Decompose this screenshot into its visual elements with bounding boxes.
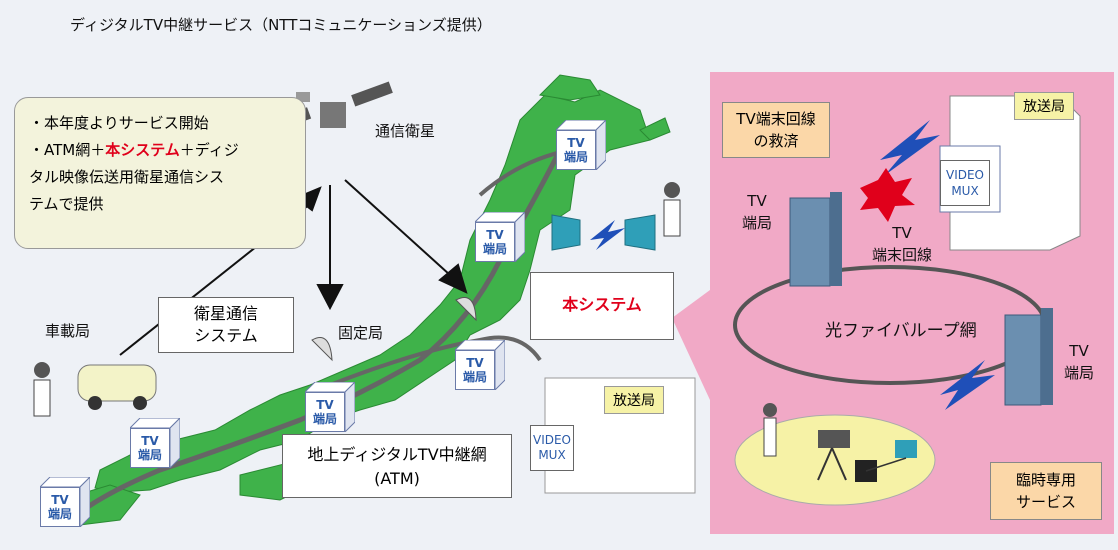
diagram-title: ディジタルTV中継サービス（NTTコミュニケーションズ提供）	[70, 16, 492, 34]
tv-cube-label-1: TV	[51, 493, 69, 507]
tv-station-right-upper-label-2: 端局	[742, 214, 773, 232]
relay-camera-icons	[551, 214, 656, 251]
atm-network-box: 地上ディジタルTV中継網 (ATM)	[282, 434, 512, 498]
tv-cube-label-1: TV	[466, 356, 484, 370]
this-system-box: 本システム	[530, 272, 674, 340]
tv-station-right-lower-label-2: 端局	[1064, 364, 1095, 382]
tv-terminal-line-label-1: TV	[892, 224, 912, 242]
camera-tripod-icon	[817, 430, 917, 482]
satellite-system-box: 衛星通信 システム	[158, 297, 294, 353]
tv-cube-label-2: 端局	[47, 507, 72, 521]
tv-cube-label-2: 端局	[312, 412, 337, 426]
tower-building-icon	[789, 192, 1053, 406]
tv-terminal-line-label-2: 端末回線	[872, 246, 933, 264]
satellite-system-label-1: 衛星通信	[193, 304, 258, 323]
tv-terminal-line: TV 端末回線	[872, 222, 932, 266]
tv-cube-label-2: 端局	[462, 370, 487, 384]
mobile-vehicle-icon	[77, 364, 157, 410]
wireless-bolt-icons	[590, 120, 995, 410]
tv-cube-label-1: TV	[567, 136, 585, 150]
tv-line-rescue-label-2: の救済	[753, 132, 799, 150]
tv-station-right-upper-label-1: TV	[747, 192, 767, 210]
info-line-3: タル映像伝送用衛星通信シス	[29, 168, 225, 186]
tv-cube-label-2: 端局	[563, 150, 588, 164]
broadcast-station-right-label: 放送局	[1014, 92, 1074, 120]
video-mux-right: VIDEO MUX	[940, 160, 990, 206]
video-mux-left-label-1: VIDEO	[532, 433, 571, 447]
info-line-2-prefix: ・ATM網＋	[29, 141, 106, 159]
temp-service-area	[734, 414, 936, 506]
panel-connector	[672, 290, 710, 400]
tv-cube-label-1: TV	[316, 398, 334, 412]
tv-line-rescue-callout: TV端末回線 の救済	[722, 102, 830, 158]
dish-antenna-icons	[311, 297, 477, 362]
tv-line-rescue-label-1: TV端末回線	[736, 110, 816, 128]
video-mux-right-label-2: MUX	[951, 184, 979, 198]
atm-network-label-2: (ATM)	[374, 469, 420, 488]
tv-station-right-lower-label-1: TV	[1069, 342, 1089, 360]
info-line-4: テムで提供	[29, 195, 104, 213]
info-line-2: ・ATM網＋本システム＋ディジ	[29, 137, 305, 164]
temp-service-callout: 臨時専用 サービス	[990, 462, 1102, 520]
video-mux-right-label-1: VIDEO	[945, 168, 984, 182]
broadcast-station-left-label: 放送局	[604, 386, 664, 414]
temp-service-label-1: 臨時専用	[1015, 471, 1076, 489]
atm-network-label-1: 地上ディジタルTV中継網	[307, 445, 487, 464]
video-mux-left-label-2: MUX	[538, 448, 566, 462]
tv-cube-label-1: TV	[141, 434, 159, 448]
info-line-1: ・本年度よりサービス開始	[29, 114, 209, 132]
fixed-station-label: 固定局	[338, 324, 384, 342]
mobile-station-label: 車載局	[45, 322, 91, 340]
satellite-label: 通信衛星	[375, 122, 436, 140]
tv-cube-label-1: TV	[486, 228, 504, 242]
person-icons	[33, 182, 777, 457]
fiber-loop-label: 光ファイバループ網	[825, 321, 977, 341]
tv-station-right-lower: TV 端局	[1064, 340, 1094, 384]
info-line-2-suffix: ＋ディジ	[179, 141, 239, 159]
service-info-box: ・本年度よりサービス開始 ・ATM網＋本システム＋ディジ タル映像伝送用衛星通信…	[14, 97, 306, 249]
tv-cube-label-2: 端局	[137, 448, 162, 462]
video-mux-left: VIDEO MUX	[530, 425, 574, 471]
tv-cube-label-2: 端局	[482, 242, 507, 256]
temp-service-label-2: サービス	[1015, 493, 1076, 511]
tv-station-right-upper: TV 端局	[742, 190, 772, 234]
info-line-2-highlight: 本システム	[105, 141, 180, 159]
fault-spark-icon	[860, 168, 915, 222]
satellite-system-label-2: システム	[194, 326, 258, 345]
